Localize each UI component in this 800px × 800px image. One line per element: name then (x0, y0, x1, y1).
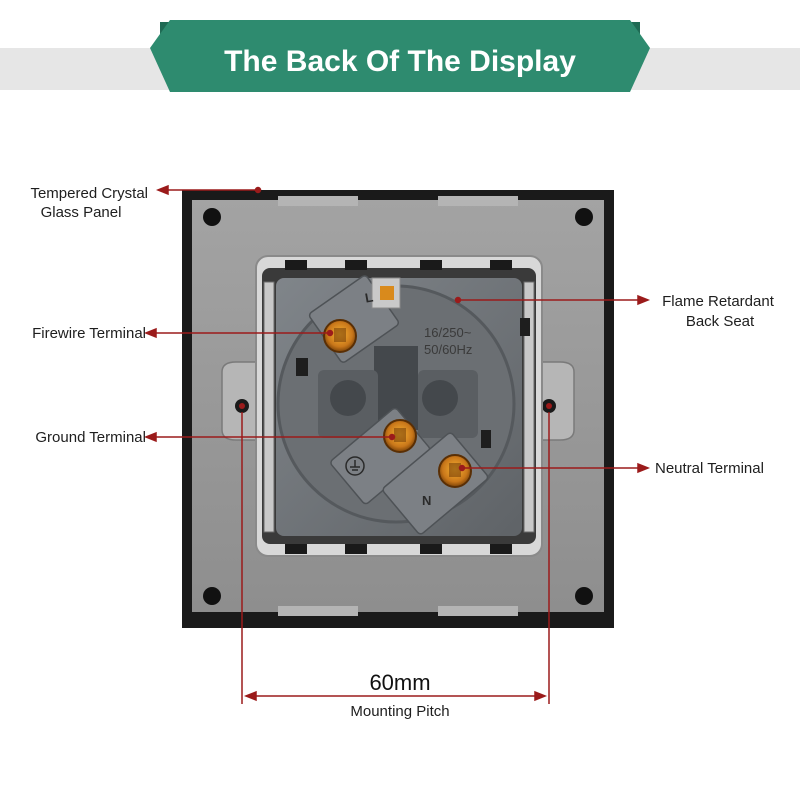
rating-frequency: 50/60Hz (424, 342, 473, 357)
plate-tab (278, 196, 358, 206)
corner-hole (575, 587, 593, 605)
slot (520, 318, 530, 336)
plate-tab (438, 196, 518, 206)
mounting-screw-center-right (546, 403, 552, 409)
ground-terminal-screw (394, 428, 406, 442)
title-banner (150, 20, 650, 92)
clip-slots (285, 260, 512, 554)
callout-back-seat-line1: Flame Retardant (662, 293, 774, 310)
firewire-terminal-screw (334, 328, 346, 342)
ground-symbol-icon (345, 456, 365, 476)
neutral-terminal-screw (449, 463, 461, 477)
callout-ground-terminal: Ground Terminal (35, 429, 146, 446)
mounting-pitch-value: 60mm (369, 670, 431, 695)
housing-side-bars (263, 281, 535, 533)
pin-socket-left (330, 380, 366, 416)
page-title: The Back Of The Display (224, 45, 576, 78)
mounting-pitch-label: Mounting Pitch (350, 703, 450, 720)
callout-glass-panel-line1: Tempered Crystal (30, 185, 148, 202)
slot (481, 430, 491, 448)
corner-hole (203, 208, 221, 226)
callout-firewire-terminal: Firewire Terminal (32, 325, 146, 342)
callout-neutral-terminal: Neutral Terminal (655, 460, 764, 477)
rating-current-voltage: 16/250~ (424, 325, 472, 340)
banner-shape (150, 20, 650, 92)
callout-back-seat-line2: Back Seat (685, 313, 755, 330)
plate-tab (438, 606, 518, 616)
corner-hole (575, 208, 593, 226)
callout-glass-panel-line2: Glass Panel (40, 204, 122, 221)
callout-lines (143, 184, 651, 704)
pin-socket-right (422, 380, 458, 416)
live-terminal-contact (380, 286, 394, 300)
corner-hole (203, 587, 221, 605)
plate-tab (278, 606, 358, 616)
slot (296, 358, 308, 376)
mounting-screw-center-left (239, 403, 245, 409)
neutral-mark: N (422, 493, 432, 508)
